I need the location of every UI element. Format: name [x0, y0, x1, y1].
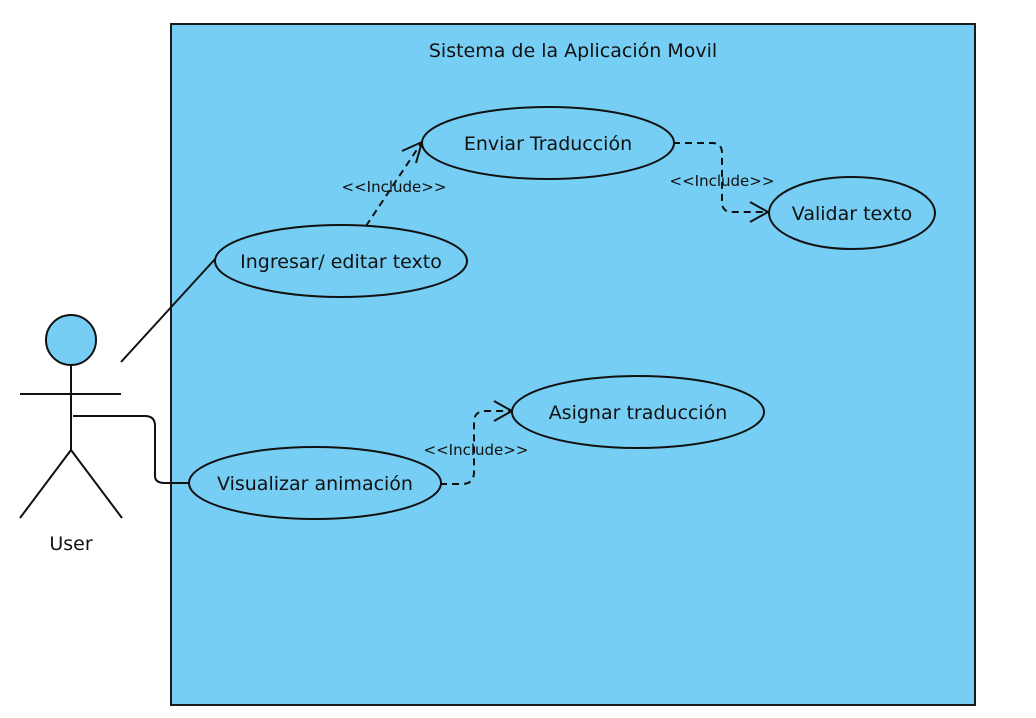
- use-case-visualizar-animacion[interactable]: Visualizar animación: [188, 446, 442, 520]
- actor-right-leg: [70, 449, 123, 519]
- association-user-ingresar: [120, 257, 217, 363]
- include-arrowhead-validar: [749, 201, 771, 223]
- use-case-ellipse: [214, 224, 468, 298]
- actor-left-leg: [19, 449, 72, 519]
- use-case-asignar-traduccion[interactable]: Asignar traducción: [511, 375, 765, 449]
- include-label-3: <<Include>>: [424, 441, 529, 459]
- use-case-ellipse: [511, 375, 765, 449]
- use-case-ellipse: [768, 176, 936, 250]
- association-user-visualizar: [73, 415, 191, 484]
- system-title: Sistema de la Aplicación Movil: [429, 40, 717, 62]
- include-label-1: <<Include>>: [342, 178, 447, 196]
- use-case-label: Enviar Traducción: [464, 133, 632, 155]
- actor-label: User: [49, 533, 92, 555]
- use-case-ingresar-editar-texto[interactable]: Ingresar/ editar texto: [214, 224, 468, 298]
- use-case-label: Validar texto: [792, 203, 912, 225]
- use-case-ellipse: [188, 446, 442, 520]
- include-arrow-visualizar-asignar: [440, 410, 512, 485]
- include-label-2: <<Include>>: [670, 172, 775, 190]
- use-case-label: Ingresar/ editar texto: [240, 251, 442, 273]
- actor-user[interactable]: User: [19, 314, 123, 555]
- use-case-enviar-traduccion[interactable]: Enviar Traducción: [421, 106, 675, 180]
- use-case-label: Visualizar animación: [217, 473, 413, 495]
- use-case-ellipse: [421, 106, 675, 180]
- actor-head: [45, 314, 97, 366]
- use-case-validar-texto[interactable]: Validar texto: [768, 176, 936, 250]
- include-arrow-ingresar-enviar: [365, 141, 423, 227]
- use-case-label: Asignar traducción: [549, 402, 728, 424]
